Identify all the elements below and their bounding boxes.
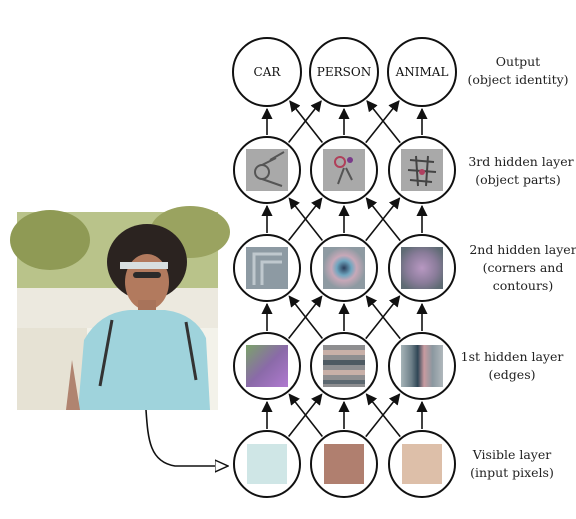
network-connections <box>261 100 428 438</box>
layer-label-hidden2-subtitle: (corners and <box>483 260 564 275</box>
feature-pattern-face <box>334 156 353 185</box>
visible-node-1 <box>233 430 301 498</box>
output-node-animal: ANIMAL <box>387 37 457 107</box>
connection-arrow <box>366 100 401 144</box>
hidden1-node-3 <box>388 332 456 400</box>
layer-label-hidden2-subtitle-2: contours) <box>493 278 553 293</box>
output-node-person: PERSON <box>309 37 379 107</box>
layer-label-output-subtitle: (object identity) <box>467 72 568 87</box>
layer-label-visible-title: Visible layer <box>472 447 551 462</box>
hidden2-node-3 <box>388 234 456 302</box>
layer-label-hidden2-title: 2nd hidden layer <box>469 242 576 257</box>
hidden1-node-1 <box>233 332 301 400</box>
layer-label-hidden1-subtitle: (edges) <box>489 367 536 382</box>
hidden3-node-2 <box>310 136 378 204</box>
connection-arrow <box>288 197 324 241</box>
connection-arrow <box>365 197 401 242</box>
hidden2-node-1 <box>233 234 301 302</box>
connection-arrow <box>288 295 324 339</box>
network-nodes: CAR PERSON ANIMAL <box>232 37 457 498</box>
connection-arrow <box>287 100 322 143</box>
layer-label-hidden3-title: 3rd hidden layer <box>468 154 573 169</box>
connection-arrow <box>288 393 324 437</box>
feature-pattern-corner <box>252 252 282 285</box>
connection-arrow <box>365 295 401 340</box>
output-node-label: PERSON <box>317 65 371 79</box>
output-node-car: CAR <box>232 37 302 107</box>
layer-labels: Output (object identity) 3rd hidden laye… <box>461 54 576 480</box>
layer-label-visible-subtitle: (input pixels) <box>470 465 554 480</box>
input-pixel-swatch <box>247 444 287 484</box>
connection-arrow <box>365 100 400 144</box>
input-pixel-swatch <box>402 444 442 484</box>
visible-node-2 <box>310 430 378 498</box>
hidden1-node-2 <box>310 332 378 400</box>
feature-pattern-wheel <box>254 151 285 187</box>
photo-to-input-arrow <box>145 409 228 466</box>
layer-label-hidden1-title: 1st hidden layer <box>461 349 564 364</box>
visible-node-3 <box>388 430 456 498</box>
input-photo <box>10 206 230 410</box>
output-node-label: ANIMAL <box>395 65 449 79</box>
connection-arrow <box>365 393 401 438</box>
hidden2-node-2 <box>310 234 378 302</box>
input-pixel-swatch <box>324 444 364 484</box>
connection-arrow <box>289 100 324 143</box>
hidden3-node-1 <box>233 136 301 204</box>
hidden3-node-3 <box>388 136 456 204</box>
output-node-label: CAR <box>254 65 282 79</box>
feature-pattern-legs <box>407 155 437 187</box>
layer-label-hidden3-subtitle: (object parts) <box>475 172 560 187</box>
layer-label-output-title: Output <box>496 54 540 69</box>
feature-pattern-horizontal-stripes <box>323 350 365 384</box>
